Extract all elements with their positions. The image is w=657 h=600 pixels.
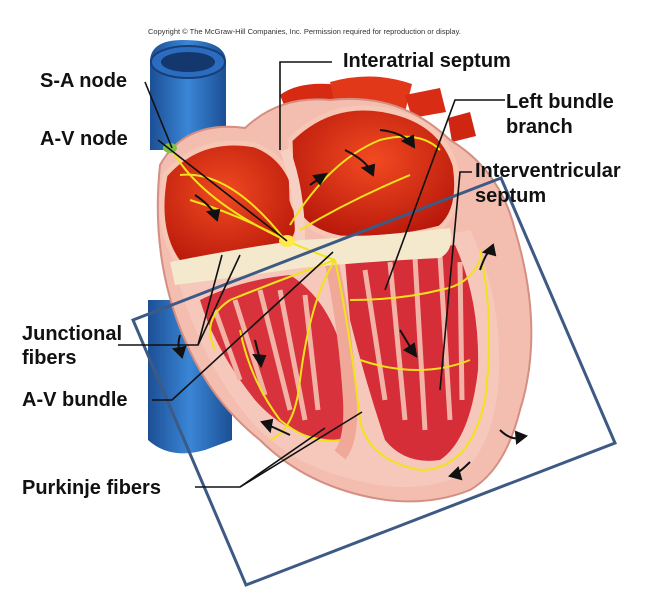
leader-interventricular-septum (439, 171, 472, 391)
label-purkinje-fibers: Purkinje fibers (22, 477, 161, 499)
leader-left-bundle-branch (384, 99, 505, 291)
label-junctional-fibers-line1: Junctional (22, 323, 123, 345)
leader-purkinje-fibers-2 (239, 411, 363, 488)
conduction-pathways (171, 135, 490, 472)
label-interatrial-septum: Interatrial septum (343, 50, 511, 72)
leader-lines (118, 61, 505, 488)
leader-sa-node (144, 81, 173, 149)
leader-av-bundle (152, 251, 334, 401)
interatrial-septum (280, 148, 305, 241)
label-interventricular-septum-line1: Interventricular (475, 160, 621, 182)
label-av-bundle: A-V bundle (22, 389, 128, 411)
label-left-bundle-branch-line1: Left bundle (506, 91, 614, 113)
leader-interatrial-septum (279, 61, 332, 150)
atrioventricular-region (170, 228, 452, 285)
highlight-frame (131, 176, 617, 587)
label-junctional-fibers-line2: fibers (22, 347, 77, 369)
label-left-bundle-branch-line2: branch (506, 116, 573, 138)
flow-arrows (171, 129, 528, 481)
leader-junctional-fibers-2 (197, 254, 241, 346)
label-interventricular-septum-line2: septum (475, 185, 547, 207)
label-sa-node: S-A node (40, 70, 128, 92)
superior-vena-cava (150, 40, 226, 150)
sa-node-marker (163, 143, 177, 153)
label-av-node: A-V node (40, 128, 128, 150)
leader-av-node (157, 139, 288, 242)
copyright-notice: Copyright © The McGraw-Hill Companies, I… (148, 27, 461, 36)
